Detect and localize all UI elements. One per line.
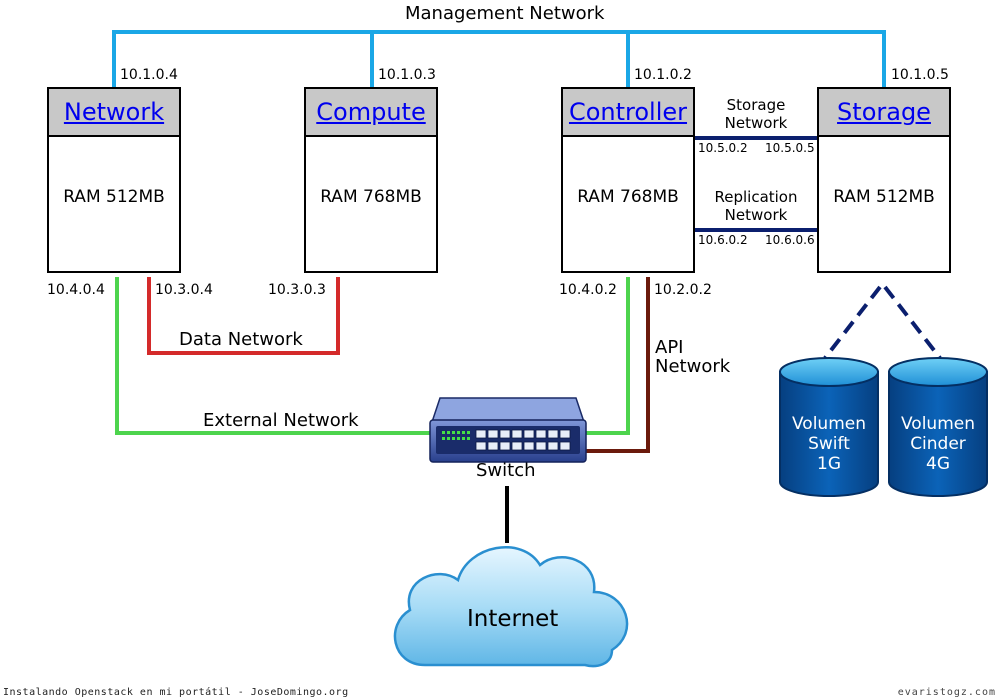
data-network-line	[147, 277, 340, 355]
compute-node-header: Compute	[306, 89, 436, 137]
storage-node-replication-ip: 10.6.0.6	[765, 233, 815, 247]
network-node-header: Network	[49, 89, 179, 137]
network-node-ext-ip: 10.4.0.4	[47, 282, 105, 298]
controller-node-storage-ip: 10.5.0.2	[698, 141, 748, 155]
storage-node-header: Storage	[819, 89, 949, 137]
controller-node-header: Controller	[563, 89, 693, 137]
footer-credit-left: Instalando Openstack en mi portátil - Jo…	[3, 687, 349, 698]
controller-node-link[interactable]: Controller	[568, 98, 688, 126]
management-network-lines	[112, 30, 886, 87]
cinder-volume-link	[883, 285, 942, 360]
management-network-label: Management Network	[405, 3, 605, 24]
swift-volume-line2: Swift	[808, 434, 850, 454]
switch-icon	[429, 397, 587, 463]
internet-label: Internet	[467, 606, 559, 632]
compute-node-mgmt-ip: 10.1.0.3	[378, 67, 436, 83]
compute-node-ram: RAM 768MB	[320, 187, 422, 207]
swift-volume-line1: Volumen	[791, 414, 866, 434]
cinder-volume-icon	[888, 357, 988, 497]
cinder-volume-line3: 4G	[926, 454, 950, 474]
external-network-label: External Network	[203, 410, 359, 431]
network-node-ram: RAM 512MB	[63, 187, 165, 207]
storage-node: Storage RAM 512MB	[817, 87, 951, 273]
internet-cloud-icon	[393, 546, 629, 668]
network-node-data-ip: 10.3.0.4	[155, 282, 213, 298]
management-network-line	[112, 30, 886, 87]
network-node: Network RAM 512MB	[47, 87, 181, 273]
api-network-label-line1: API	[655, 337, 684, 358]
data-network-label: Data Network	[179, 329, 303, 350]
storage-node-ram: RAM 512MB	[833, 187, 935, 207]
swift-volume-link	[823, 285, 882, 360]
swift-volume-icon	[779, 357, 879, 497]
swift-volume-label: Volumen Swift 1G	[780, 414, 878, 474]
controller-node-ram: RAM 768MB	[577, 187, 679, 207]
switch-label: Switch	[476, 460, 536, 481]
storage-network-label-line2: Network	[724, 114, 788, 132]
api-network-line	[584, 277, 650, 453]
replication-network-label-line2: Network	[724, 206, 788, 224]
storage-node-storage-ip: 10.5.0.5	[765, 141, 815, 155]
external-network-line-controller	[584, 277, 630, 435]
swift-volume-line3: 1G	[817, 454, 841, 474]
network-node-mgmt-ip: 10.1.0.4	[120, 67, 178, 83]
compute-node: Compute RAM 768MB	[304, 87, 438, 273]
controller-node-api-ip: 10.2.0.2	[654, 282, 712, 298]
controller-node-replication-ip: 10.6.0.2	[698, 233, 748, 247]
api-network-label-line2: Network	[655, 356, 731, 377]
network-node-link[interactable]: Network	[63, 98, 165, 126]
compute-node-data-ip: 10.3.0.3	[268, 282, 326, 298]
cinder-volume-label: Volumen Cinder 4G	[889, 414, 987, 474]
cinder-volume-line2: Cinder	[910, 434, 966, 454]
storage-node-mgmt-ip: 10.1.0.5	[891, 67, 949, 83]
footer-credit-right: evaristogz.com	[897, 687, 996, 698]
storage-network-label-line1: Storage	[726, 96, 786, 114]
external-network-line	[115, 277, 432, 435]
controller-node-ext-ip: 10.4.0.2	[559, 282, 617, 298]
controller-node: Controller RAM 768MB	[561, 87, 695, 273]
compute-node-link[interactable]: Compute	[316, 98, 426, 126]
cinder-volume-line1: Volumen	[900, 414, 975, 434]
storage-node-link[interactable]: Storage	[837, 98, 931, 126]
controller-node-mgmt-ip: 10.1.0.2	[634, 67, 692, 83]
replication-network-label-line1: Replication	[714, 188, 798, 206]
